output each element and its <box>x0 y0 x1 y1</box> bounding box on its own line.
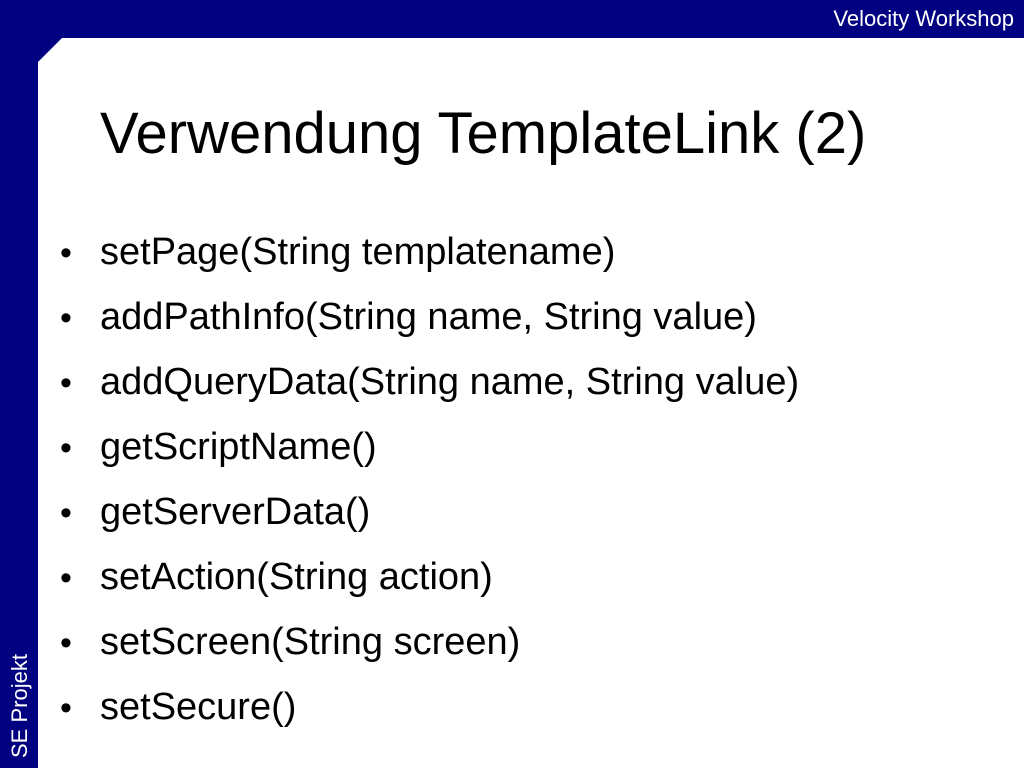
header-title: Velocity Workshop <box>833 6 1014 31</box>
bullet-item: • setScreen(String screen) <box>60 610 799 675</box>
bullet-icon: • <box>60 299 72 337</box>
bullet-item: • getServerData() <box>60 480 799 545</box>
bullet-text: setSecure() <box>100 686 297 728</box>
bullet-item: • getScriptName() <box>60 415 799 480</box>
bullet-icon: • <box>60 364 72 402</box>
bullet-icon: • <box>60 234 72 272</box>
bullet-item: • addPathInfo(String name, String value) <box>60 285 799 350</box>
bullet-text: getScriptName() <box>100 426 377 468</box>
bullet-list: • setPage(String templatename) • addPathIn… <box>60 220 799 740</box>
bullet-item: • addQueryData(String name, String value) <box>60 350 799 415</box>
bullet-text: setScreen(String screen) <box>100 621 521 663</box>
bullet-icon: • <box>60 559 72 597</box>
bullet-icon: • <box>60 429 72 467</box>
bullet-text: setAction(String action) <box>100 556 493 598</box>
bullet-item: • setSecure() <box>60 675 799 740</box>
bullet-item: • setAction(String action) <box>60 545 799 610</box>
bullet-item: • setPage(String templatename) <box>60 220 799 285</box>
bullet-icon: • <box>60 494 72 532</box>
sidebar-label: SE Projekt <box>7 654 32 758</box>
bullet-text: getServerData() <box>100 491 371 533</box>
bullet-text: setPage(String templatename) <box>100 231 616 273</box>
bullet-text: addQueryData(String name, String value) <box>100 361 800 403</box>
bullet-icon: • <box>60 689 72 727</box>
bullet-text: addPathInfo(String name, String value) <box>100 296 757 338</box>
sidebar-bar: SE Projekt <box>0 0 38 768</box>
bullet-icon: • <box>60 624 72 662</box>
slide-title: Verwendung TemplateLink (2) <box>100 101 867 166</box>
header-bar: 29 Velocity Workshop <box>0 0 1024 38</box>
frame-corner <box>38 38 62 62</box>
